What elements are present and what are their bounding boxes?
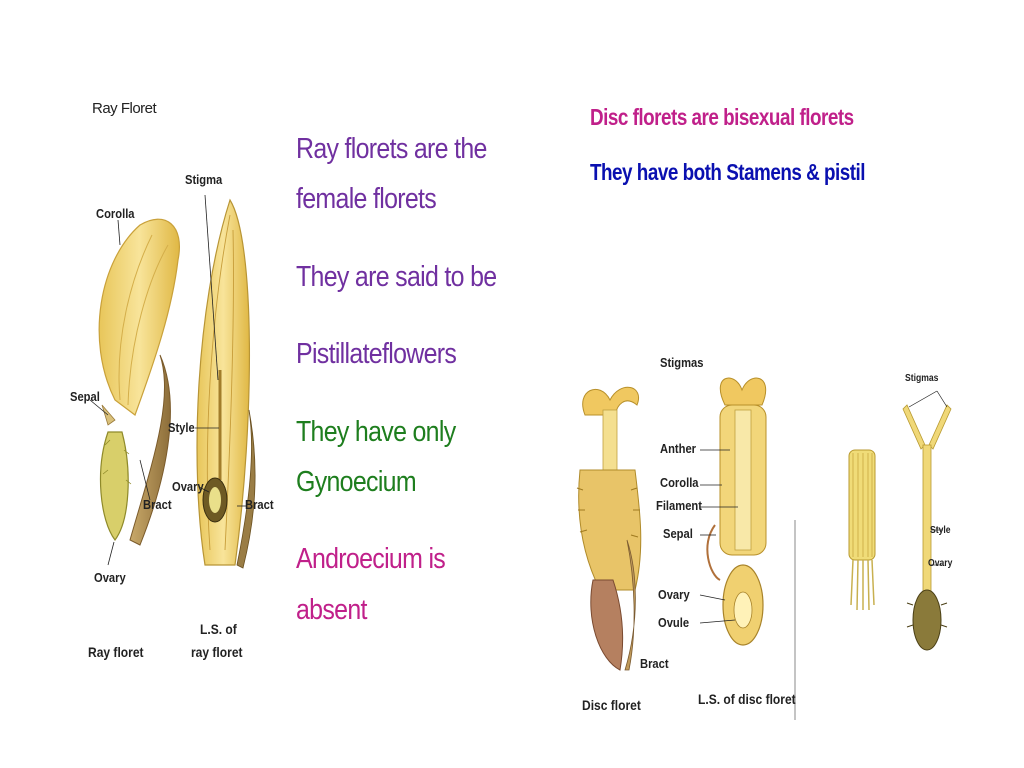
label-pistil-ovary: Ovary xyxy=(928,558,953,569)
ovary-shape xyxy=(99,431,129,542)
caption-ray-floret: Ray floret xyxy=(88,644,144,660)
label-stigma: Stigma xyxy=(185,172,223,187)
disc-floret-diagram xyxy=(576,386,642,671)
label-bract-left: Bract xyxy=(143,497,172,512)
caption-ls-line2: ray floret xyxy=(191,644,243,660)
disc-heading-1: Disc florets are bisexual florets xyxy=(590,104,854,130)
ray-text-line2: female florets xyxy=(296,183,437,215)
label-stigmas: Stigmas xyxy=(660,355,704,370)
label-filament: Filament xyxy=(656,498,702,513)
label-ovary-right: Ovary xyxy=(172,479,204,494)
label-bract-right: Bract xyxy=(245,497,274,512)
slide-title: Ray Floret xyxy=(92,100,157,117)
ls-disc-floret-diagram xyxy=(699,377,767,646)
ray-text-line8: absent xyxy=(296,594,367,626)
bract-shape xyxy=(129,354,171,546)
disc-heading-2: They have both Stamens & pistil xyxy=(590,159,866,185)
ray-text-line3: They are said to be xyxy=(296,261,497,293)
label-sepal: Sepal xyxy=(70,389,100,404)
label-ovule: Ovule xyxy=(658,615,690,630)
stamen-tube-diagram xyxy=(848,449,876,611)
ray-text-line4: Pistillateflowers xyxy=(296,338,457,370)
caption-ls-disc-floret: L.S. of disc floret xyxy=(698,691,796,707)
label-pistil-stigmas: Stigmas xyxy=(905,373,939,384)
label-bract-disc: Bract xyxy=(640,656,669,671)
ls-petal-shape xyxy=(196,198,250,566)
ray-floret-diagram xyxy=(89,218,180,566)
ray-text-line1: Ray florets are the xyxy=(296,133,487,165)
ray-text-line5: They have only xyxy=(296,416,456,448)
caption-ls-line1: L.S. of xyxy=(200,621,237,637)
label-corolla-disc: Corolla xyxy=(660,475,699,490)
ray-text-line7: Androecium is xyxy=(296,543,446,575)
label-style: Style xyxy=(168,420,195,435)
ray-text-line6: Gynoecium xyxy=(296,466,417,498)
label-sepal-disc: Sepal xyxy=(663,526,693,541)
label-ovary-left: Ovary xyxy=(94,570,126,585)
label-ovary-disc: Ovary xyxy=(658,587,690,602)
label-corolla: Corolla xyxy=(96,206,135,221)
pistil-diagram xyxy=(902,390,952,651)
caption-disc-floret: Disc floret xyxy=(582,697,641,713)
label-anther: Anther xyxy=(660,441,697,456)
label-pistil-style: Style xyxy=(930,525,951,536)
ls-ray-floret-diagram xyxy=(195,194,256,569)
